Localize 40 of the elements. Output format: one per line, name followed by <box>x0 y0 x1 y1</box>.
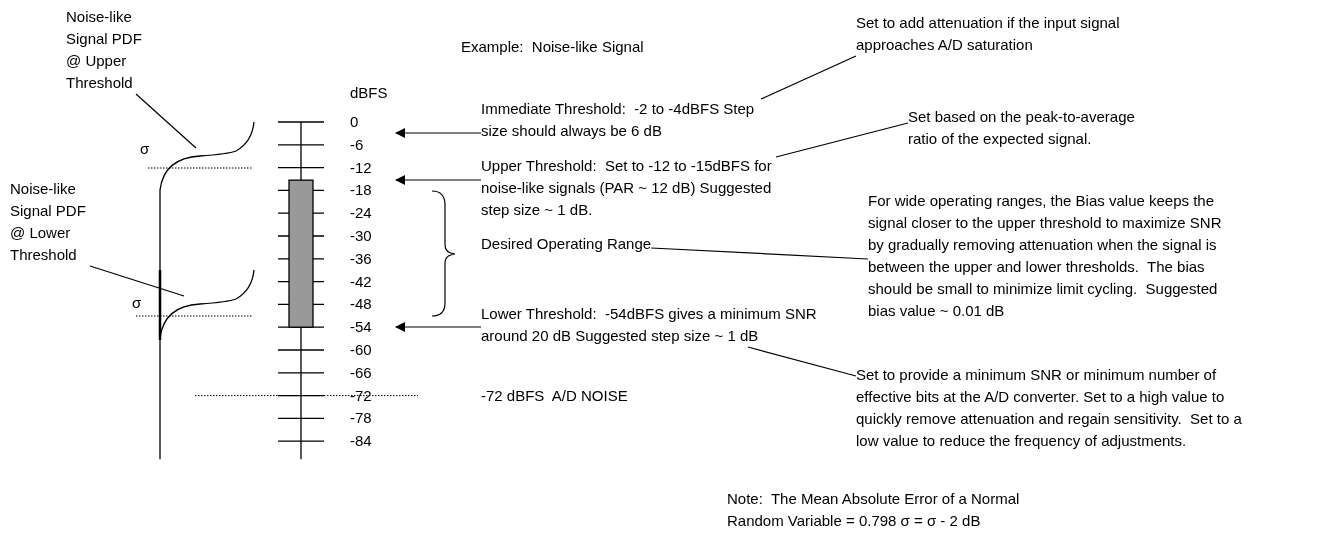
leader-line <box>89 265 185 297</box>
callout-text: Set to add attenuation if the input signal approaches A/D saturation <box>856 12 1156 56</box>
tick-label: -72 <box>350 385 372 406</box>
tick-label: -66 <box>350 362 372 383</box>
tick-label: -42 <box>350 271 372 292</box>
leader-line <box>650 247 869 260</box>
leader-line <box>760 55 857 100</box>
threshold-note: Lower Threshold: -54dBFS gives a minimum SNR around 20 dB Suggested step size ~ 1 dB <box>481 303 826 347</box>
tick-label: -78 <box>350 408 372 429</box>
tick-label: -24 <box>350 203 372 224</box>
tick-label: -30 <box>350 226 372 246</box>
tick-label: -60 <box>350 340 372 360</box>
tick-label: -84 <box>350 431 372 452</box>
arrow <box>395 128 482 138</box>
threshold-note: Upper Threshold: Set to -12 to -15dBFS for noise-like signals (PAR ~ 12 dB) Suggested step size ~ 1 dB. <box>481 155 776 221</box>
arrow <box>395 175 482 185</box>
callout-text: Set based on the peak-to-average ratio of the expected signal. <box>908 106 1168 150</box>
threshold-note: Immediate Threshold: -2 to -4dBFS Step size should always be 6 dB <box>481 98 761 142</box>
tick-label: -18 <box>350 180 372 201</box>
tick-label: 0 <box>350 112 359 132</box>
tick-label: -12 <box>350 157 372 178</box>
leader-line <box>775 122 909 158</box>
tick-label: -6 <box>350 134 364 155</box>
leader-line <box>747 346 857 377</box>
callout-text: Set to provide a minimum SNR or minimum number of effective bits at the A/D converter. Set to a high value to quickly remove attenuation and regain sensitivity. Set to a low value to reduce the frequency of adjustments. <box>856 364 1246 452</box>
example-title: Example: Noise-like Signal <box>461 37 644 57</box>
axis-unit: dBFS <box>350 83 388 103</box>
range-label: Desired Operating Range <box>481 233 652 255</box>
note-text: Note: The Mean Absolute Error of a Normal Random Variable = 0.798 σ = σ - 2 dB <box>727 489 1021 531</box>
sigma-symbol: σ <box>140 139 150 159</box>
tick-label: -54 <box>350 317 372 338</box>
arrow <box>395 322 482 332</box>
callout-text: For wide operating ranges, the Bias value keeps the signal closer to the upper threshold to maximize SNR by gradually removing attenuation when the signal is between the upper and lower thresholds. The bias should be small to minimize limit cycling. Suggested bias value ~ 0.01 dB <box>868 190 1238 322</box>
sigma-symbol: σ <box>132 293 142 313</box>
tick-label: -48 <box>350 294 372 315</box>
callout-text: Noise-like Signal PDF @ Upper Threshold <box>66 6 146 94</box>
noise-floor-label: -72 dBFS A/D NOISE <box>481 385 628 406</box>
leader-line <box>135 93 197 149</box>
callout-text: Noise-like Signal PDF @ Lower Threshold <box>10 178 90 266</box>
tick-label: -36 <box>350 248 372 269</box>
